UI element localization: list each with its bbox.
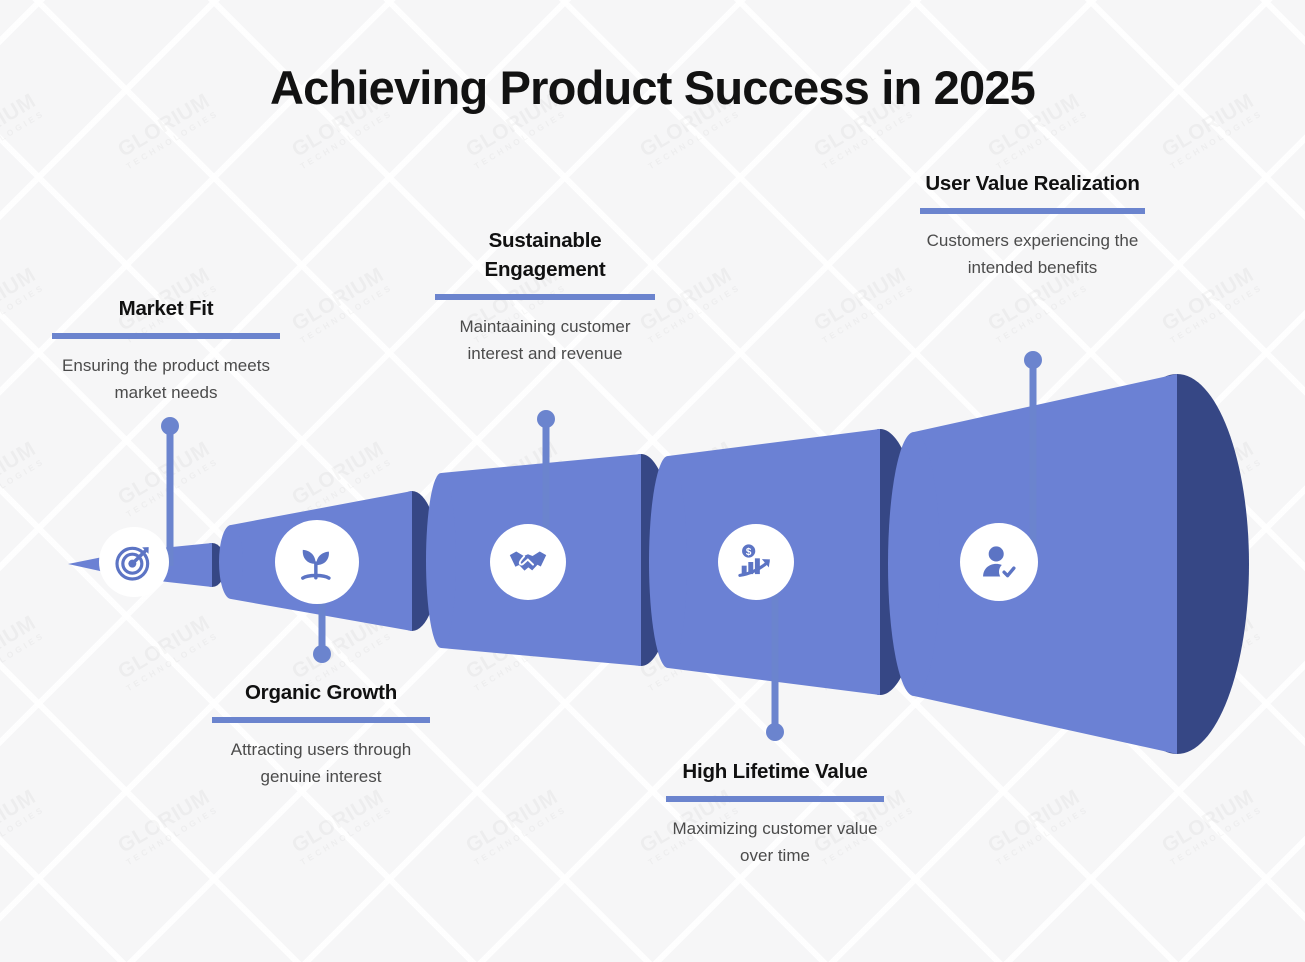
callout-description: Ensuring the product meets market needs [62, 356, 270, 402]
callout-organic-growth: Organic Growth Attracting users through … [212, 678, 430, 791]
stage-icon-user-value-realization[interactable] [960, 523, 1038, 601]
callout-description: Customers experiencing the intended bene… [926, 231, 1139, 277]
callout-rule [435, 294, 655, 301]
handshake-icon [509, 551, 547, 571]
callout-description: Maintaaining customer interest and reven… [459, 317, 631, 364]
callout-title: Market Fit [118, 297, 214, 320]
callout-title: High Lifetime Value [682, 760, 868, 783]
callout-title: User Value Realization [925, 172, 1140, 195]
funnel-segment-3-front [426, 473, 456, 648]
stage-icon-organic-growth[interactable] [275, 520, 359, 604]
page-title: Achieving Product Success in 2025 [269, 61, 1036, 114]
callout-high-lifetime-value: High Lifetime Value Maximizing customer … [666, 757, 884, 870]
callout-description: Attracting users through genuine interes… [230, 740, 412, 786]
funnel-segment-5-body [914, 374, 1177, 754]
callout-market-fit: Market Fit Ensuring the product meets ma… [52, 294, 280, 407]
callout-title: Sustainable Engagement [484, 229, 606, 282]
money-growth-icon: $ [738, 544, 770, 577]
callout-rule [52, 333, 280, 340]
stage-icon-sustainable-engagement[interactable] [490, 524, 566, 600]
funnel-segment-2-front [219, 525, 243, 599]
stage-icon-high-lifetime-value[interactable]: $ [718, 524, 794, 600]
callout-user-value-realization: User Value Realization Customers experie… [920, 169, 1145, 282]
callout-rule [666, 796, 884, 803]
callout-rule [920, 208, 1145, 215]
target-icon [115, 546, 150, 581]
callout-description: Maximizing customer value over time [672, 819, 878, 865]
svg-text:$: $ [746, 547, 752, 558]
funnel-segment-4-front [649, 456, 687, 668]
callout-sustainable-engagement: Sustainable Engagement Maintaaining cust… [435, 226, 655, 368]
user-check-icon [983, 546, 1019, 582]
callout-rule [212, 717, 430, 724]
sprout-icon [301, 549, 331, 580]
callout-title: Organic Growth [244, 681, 398, 704]
stage-icon-market-fit[interactable] [99, 527, 169, 597]
funnel-segment-5-front [888, 432, 940, 696]
